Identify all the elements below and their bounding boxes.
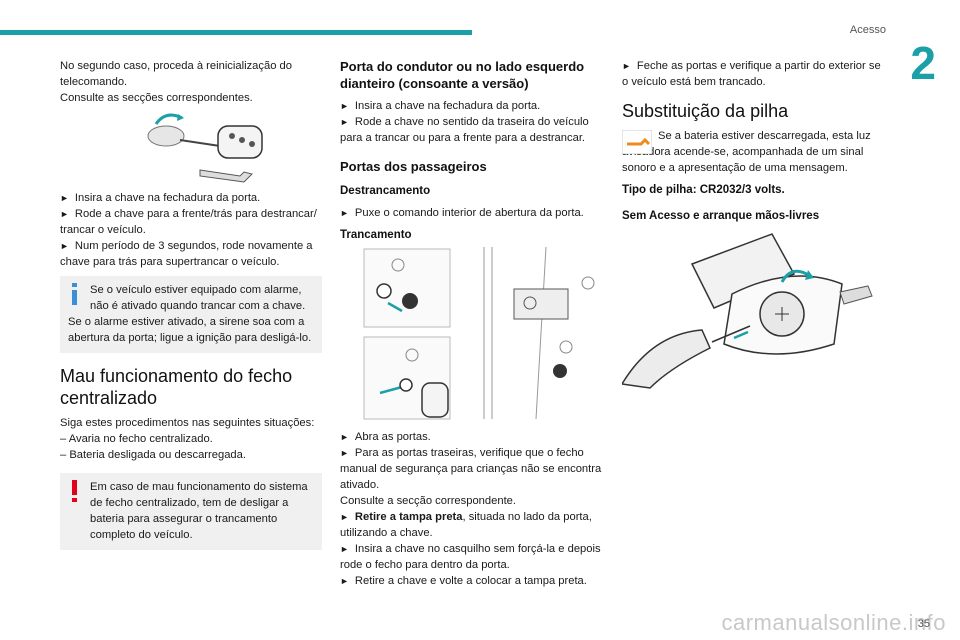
bullet-arrow-icon: ►	[60, 193, 69, 203]
step: ►Rode a chave no sentido da traseira do …	[340, 116, 589, 144]
step: ►Rode a chave para a frente/trás para de…	[60, 208, 317, 236]
step: ►Abra as portas.	[340, 431, 431, 443]
section-title: Mau funcionamento do fecho centralizado	[60, 366, 293, 408]
battery-replacement-illustration	[622, 233, 873, 389]
subheading: Destrancamento	[340, 185, 431, 197]
situation-item: – Bateria desligada ou descarregada.	[60, 449, 246, 461]
header-accent-bar	[0, 30, 472, 35]
column-1: No segundo caso, proceda à reinicializaç…	[60, 58, 322, 550]
header-title: Acesso	[849, 24, 886, 36]
door-lock-illustration	[363, 246, 595, 420]
subheading: Sem Acesso e arranque mãos-livres	[622, 210, 820, 222]
step: ►Num período de 3 segundos, rode novamen…	[60, 240, 313, 268]
section-title: Substituição da pilha	[622, 101, 789, 121]
bullet-arrow-icon: ►	[60, 241, 69, 251]
step: ►Insira a chave na fechadura da porta.	[340, 100, 541, 112]
situation-item: – Avaria no fecho centralizado.	[60, 433, 213, 445]
bullet-arrow-icon: ►	[340, 117, 349, 127]
section-heading: Porta do condutor ou no lado esquerdo di…	[340, 59, 585, 91]
warning-icon	[72, 480, 77, 502]
step: ►Retire a tampa preta, situada no lado d…	[340, 511, 592, 539]
step: ►Retire a chave e volte a colocar a tamp…	[340, 575, 587, 587]
step: ►Insira a chave na fechadura da porta.	[60, 192, 261, 204]
battery-warning-block: Se a bateria estiver descarregada, esta …	[622, 128, 888, 176]
key-in-lock-illustration	[147, 113, 263, 183]
reference-text: Consulte a secção correspondente.	[340, 495, 517, 507]
bullet-arrow-icon: ►	[340, 432, 349, 442]
column-2: Porta do condutor ou no lado esquerdo di…	[340, 58, 606, 589]
page-number: 35	[917, 618, 930, 630]
bullet-arrow-icon: ►	[340, 448, 349, 458]
warning-note: Em caso de mau funcionamento do sistema …	[60, 473, 322, 550]
subheading: Trancamento	[340, 229, 412, 241]
section-heading: Portas dos passageiros	[340, 159, 487, 174]
chapter-number: 2	[910, 37, 936, 89]
watermark: carmanualsonline.info	[721, 610, 946, 635]
battery-type: Tipo de pilha: CR2032/3 volts.	[622, 184, 785, 196]
section-intro: Siga estes procedimentos nas seguintes s…	[60, 417, 315, 429]
bullet-arrow-icon: ►	[60, 209, 69, 219]
step: ►Para as portas traseiras, verifique que…	[340, 447, 602, 491]
step: ►Insira a chave no casquilho sem forçá-l…	[340, 543, 601, 571]
bullet-arrow-icon: ►	[622, 61, 631, 71]
bullet-arrow-icon: ►	[340, 101, 349, 111]
info-note: Se o veículo estiver equipado com alarme…	[60, 276, 322, 353]
bullet-arrow-icon: ►	[340, 512, 349, 522]
bullet-arrow-icon: ►	[340, 208, 349, 218]
battery-warning-text: Se a bateria estiver descarregada, esta …	[622, 130, 871, 174]
bullet-arrow-icon: ►	[340, 576, 349, 586]
step: ►Puxe o comando interior de abertura da …	[340, 207, 584, 219]
info-icon	[72, 283, 77, 305]
bullet-arrow-icon: ►	[340, 544, 349, 554]
info-note-text: Se o veículo estiver equipado com alarme…	[90, 284, 306, 312]
intro-line: Consulte as secções correspondentes.	[60, 92, 253, 104]
warning-note-text: Em caso de mau funcionamento do sistema …	[90, 481, 308, 541]
info-note-text: Se o alarme estiver ativado, a sirene so…	[68, 316, 312, 344]
step: ►Feche as portas e verifique a partir do…	[622, 60, 881, 88]
intro-line: No segundo caso, proceda à reinicializaç…	[60, 60, 292, 88]
key-battery-warning-icon	[622, 130, 652, 154]
column-3: ►Feche as portas e verifique a partir do…	[622, 58, 888, 394]
